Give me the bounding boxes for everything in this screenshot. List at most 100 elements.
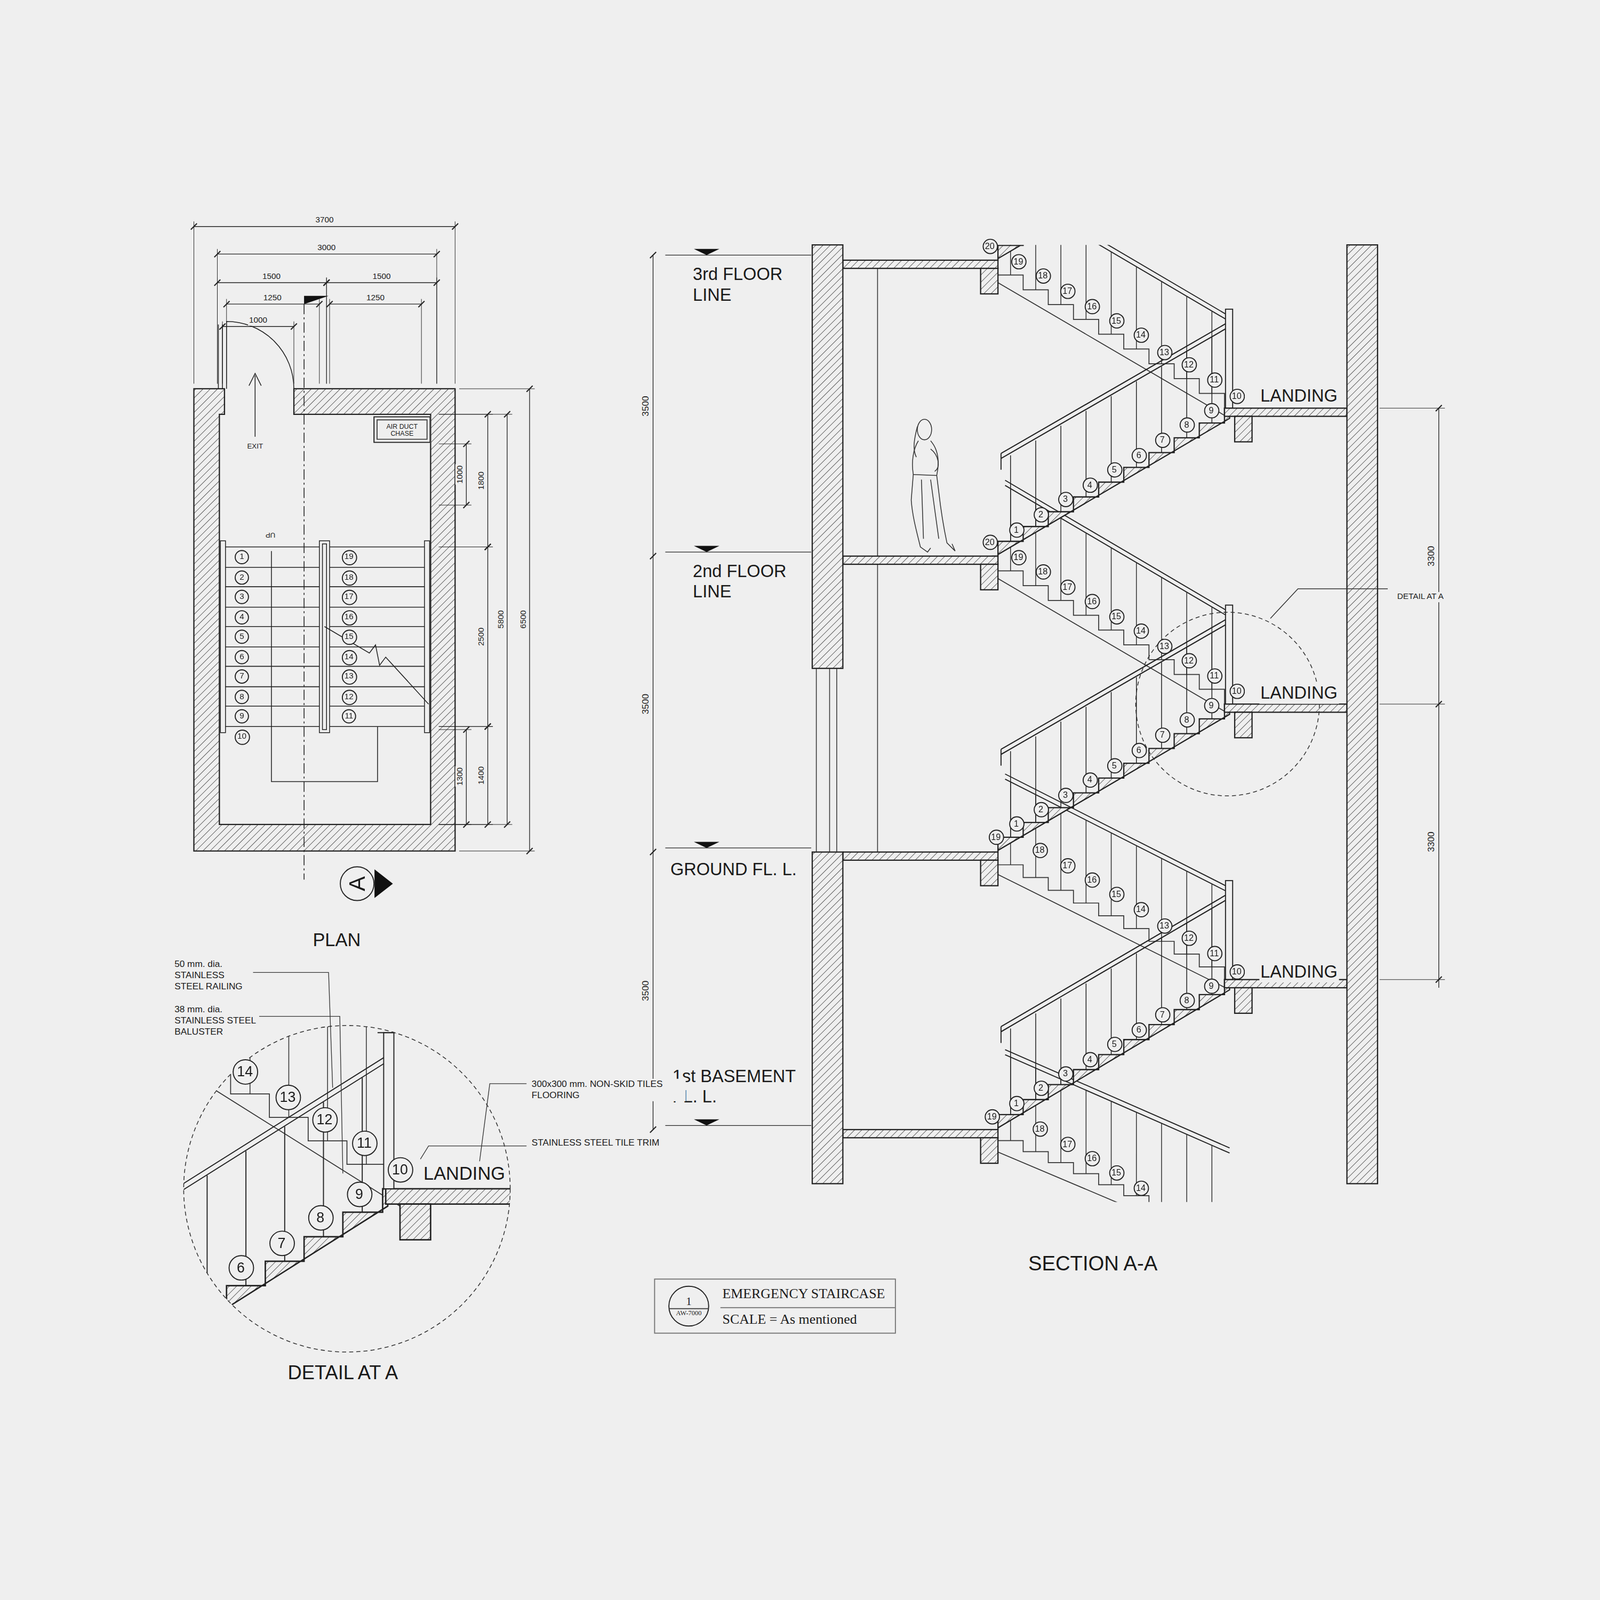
dimension-text: 1250 [262,292,283,303]
level-marker [650,553,656,559]
step-number-circle: 2 [1033,1080,1049,1096]
stair-flight [997,874,1230,990]
title-text: EMERGENCY STAIRCASE [722,1285,886,1303]
step-number: 19 [987,1112,997,1121]
level-marker [1438,408,1439,988]
section-cut-line [303,304,305,880]
step-number: 10 [1232,966,1242,976]
note-text: STAINLESS STEEL TILE TRIM [530,1137,661,1149]
step-number-circle: 9 [1203,697,1220,714]
step-number: 15 [1111,889,1122,899]
stair-flight [992,244,1234,1203]
stair-flight [997,244,1230,261]
level-label: 2nd FLOOR LINE [691,561,802,604]
dimension-text: 1800 [476,470,487,491]
stair-tread [225,666,320,668]
detail-boundary [183,1025,510,1352]
dimension-text: 1400 [476,765,487,786]
step-number: 16 [1086,1153,1097,1163]
stair-flight [1001,617,1230,750]
step-number-circle: 6 [234,650,250,665]
dimension-text: 1250 [365,292,386,303]
step-number-circle: 7 [268,1229,295,1256]
dimension-text: 2500 [476,626,487,647]
level-marker [665,254,812,256]
step-number-circle: 10 [1229,963,1245,980]
step-number: 7 [239,672,245,681]
dimension-line [529,388,530,852]
leader-line [420,1146,527,1160]
detail-enlargement [206,1175,208,1311]
dimension-text: 3000 [316,243,337,253]
stair-tread [225,626,320,628]
step-number: 15 [1111,1168,1122,1177]
person-figure [930,449,939,472]
floor-slab [842,260,998,269]
step-number-circle: 14 [1133,326,1149,343]
step-number: 15 [344,632,354,641]
step-number: 8 [1184,420,1190,429]
dimension-text: 6500 [518,609,528,630]
dimension-text: 3500 [640,692,652,716]
dimension-line [438,546,493,548]
step-number-circle: 14 [1133,622,1149,639]
door-symbol [218,324,220,389]
step-number: 12 [1184,656,1194,665]
section-walls [812,244,1378,1184]
step-number: 2 [1038,1083,1044,1092]
section-cut-line [374,869,393,899]
divider-line [669,1307,709,1309]
dimension-text: 1500 [261,271,282,282]
stair-tread [225,686,320,688]
step-number-circle: 9 [234,709,250,724]
up-path [324,626,429,704]
step-number: 3 [1062,790,1068,799]
step-number: 7 [1160,435,1165,444]
step-number-circle: 18 [1035,563,1051,580]
dimension-text: 3300 [1426,830,1438,853]
step-number-circle: 9 [346,1181,373,1207]
window-lines [816,668,818,852]
level-marker [1379,704,1445,705]
step-number-circle: 8 [1179,417,1195,433]
step-number-circle: 2 [1033,801,1049,818]
stair-flight [1211,1145,1213,1202]
step-number-circle: 7 [1154,726,1171,743]
step-number-circle: 17 [1059,857,1076,874]
step-number: 17 [344,593,354,602]
step-number: 6 [236,1260,245,1275]
step-number: 12 [344,692,354,701]
step-number: 18 [344,573,354,582]
dimension-line [194,226,456,227]
person-figure [930,441,956,552]
step-number-circle: 16 [1084,298,1100,315]
title-text: SCALE = As mentioned [722,1311,886,1328]
step-number-circle: 7 [1154,1006,1171,1022]
section-cut-line [304,296,329,304]
step-number-circle: 15 [1108,608,1125,624]
stair-tread [329,606,425,608]
dimension-text: 1300 [455,766,466,787]
stair-tread [329,705,425,707]
step-number: 8 [1184,995,1190,1005]
step-number-circle: 11 [1206,371,1222,388]
dimension-line [217,253,437,255]
view-title: PLAN [311,929,362,952]
exit-arrow [249,373,262,437]
step-number-circle: 16 [341,609,357,626]
stair-flight [1005,244,1230,322]
stair-tread [225,546,320,548]
step-number-circle: 6 [1131,447,1147,463]
step-number: 20 [985,537,995,547]
stair-flight [1001,326,1230,459]
view-title: SECTION A-A [1027,1251,1159,1276]
section-stairs [877,268,879,557]
stair-flight [1000,453,1002,470]
step-number-circle: 9 [1203,402,1220,419]
stair-tread [225,566,320,568]
plan-walls [194,388,456,852]
step-number: 2 [1038,509,1044,519]
dimension-line [487,547,488,727]
step-number-circle: 20 [982,534,998,550]
step-number-circle: 14 [1133,901,1149,917]
